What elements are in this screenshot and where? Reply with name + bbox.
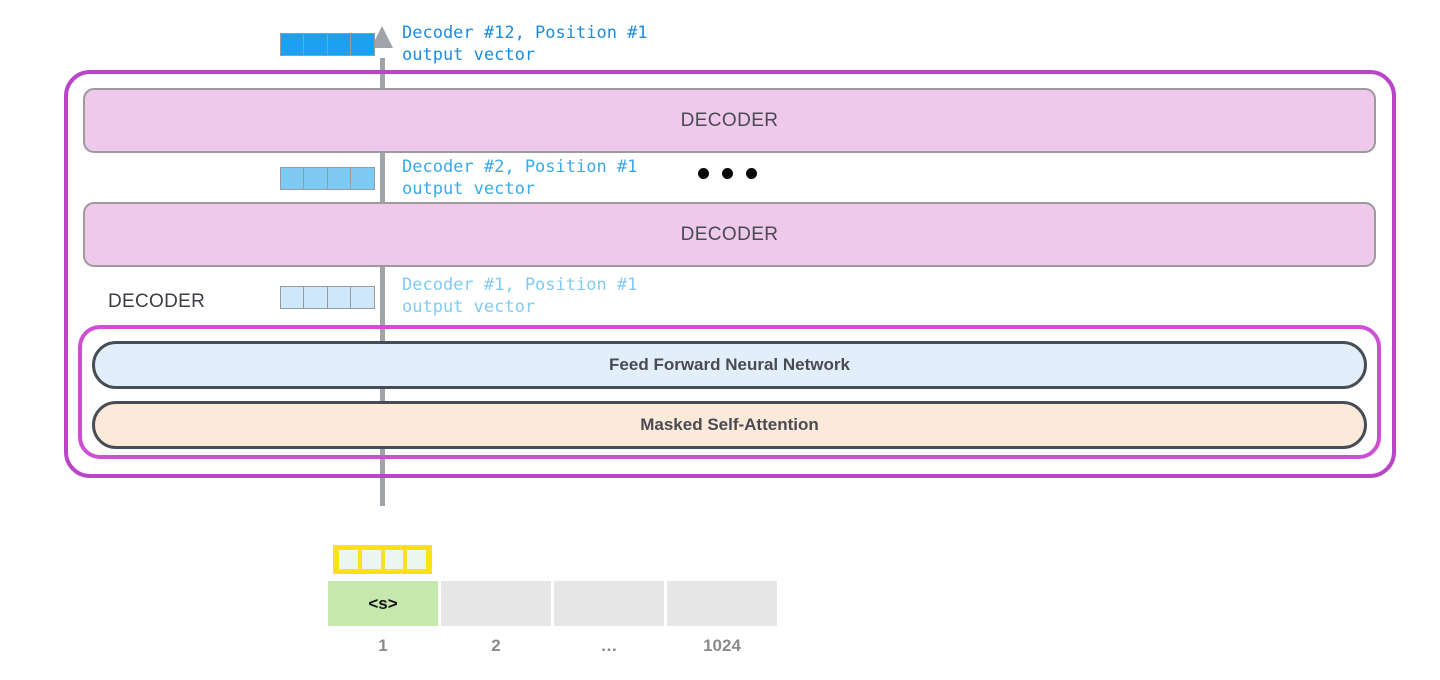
annotation-line-2: output vector xyxy=(402,45,536,65)
decoder-1-expanded-boundary xyxy=(78,325,1381,459)
sublayer-masked-self-attention-label: Masked Self-Attention xyxy=(640,415,819,434)
annotation-line-1: Decoder #1, Position #1 xyxy=(402,275,638,295)
decoder-block-middle[interactable]: DECODER xyxy=(83,202,1376,267)
sublayer-masked-self-attention[interactable]: Masked Self-Attention xyxy=(92,401,1367,449)
embedding-cell xyxy=(361,550,381,569)
embedding-cell xyxy=(339,550,358,569)
vector-cell xyxy=(349,33,375,56)
ellipsis-dot xyxy=(698,168,709,179)
input-token-2[interactable] xyxy=(441,581,551,626)
decoder-block-top-label: DECODER xyxy=(680,109,779,131)
vector-cell xyxy=(326,33,352,56)
flow-arrow-icon xyxy=(371,26,393,48)
ellipsis-dots-icon xyxy=(698,168,757,179)
output-vector-decoder-2 xyxy=(280,167,375,190)
vector-cell xyxy=(280,167,305,190)
output-vector-decoder-1 xyxy=(280,286,375,309)
vector-cell xyxy=(349,167,375,190)
annotation-decoder-2: Decoder #2, Position #1 output vector xyxy=(402,156,637,200)
input-token-1-label: <s> xyxy=(368,593,398,613)
embedding-cell xyxy=(384,550,404,569)
decoder-stack-outer-boundary xyxy=(64,70,1396,478)
annotation-line-1: Decoder #2, Position #1 xyxy=(402,157,638,177)
decoder-block-middle-label: DECODER xyxy=(680,223,779,245)
annotation-line-2: output vector xyxy=(402,179,536,199)
position-label-2: 2 xyxy=(491,636,501,655)
position-label-1: 1 xyxy=(378,636,388,655)
ellipsis-dot xyxy=(746,168,757,179)
output-vector-decoder-12 xyxy=(280,33,375,56)
vector-cell xyxy=(303,33,328,56)
position-label-4: 1024 xyxy=(703,636,741,655)
decoder-block-top[interactable]: DECODER xyxy=(83,88,1376,153)
decoder-expanded-caption: DECODER xyxy=(108,291,206,312)
sublayer-feed-forward-label: Feed Forward Neural Network xyxy=(609,355,850,374)
vector-cell xyxy=(303,167,328,190)
vector-cell xyxy=(303,286,328,309)
embedding-cell xyxy=(407,550,426,569)
token-embedding-highlight xyxy=(333,545,432,574)
ellipsis-dot xyxy=(722,168,733,179)
vector-cell xyxy=(349,286,375,309)
annotation-decoder-12: Decoder #12, Position #1 output vector xyxy=(402,22,648,66)
input-token-1[interactable]: <s> xyxy=(328,581,438,626)
vector-cell xyxy=(280,286,305,309)
input-token-4[interactable] xyxy=(667,581,777,626)
vector-cell xyxy=(326,167,352,190)
position-label-3: … xyxy=(600,636,618,655)
flow-line xyxy=(380,58,385,506)
vector-cell xyxy=(326,286,352,309)
annotation-line-2: output vector xyxy=(402,297,536,317)
annotation-line-1: Decoder #12, Position #1 xyxy=(402,23,648,43)
input-token-3[interactable] xyxy=(554,581,664,626)
annotation-decoder-1: Decoder #1, Position #1 output vector xyxy=(402,274,637,318)
sublayer-feed-forward[interactable]: Feed Forward Neural Network xyxy=(92,341,1367,389)
vector-cell xyxy=(280,33,305,56)
